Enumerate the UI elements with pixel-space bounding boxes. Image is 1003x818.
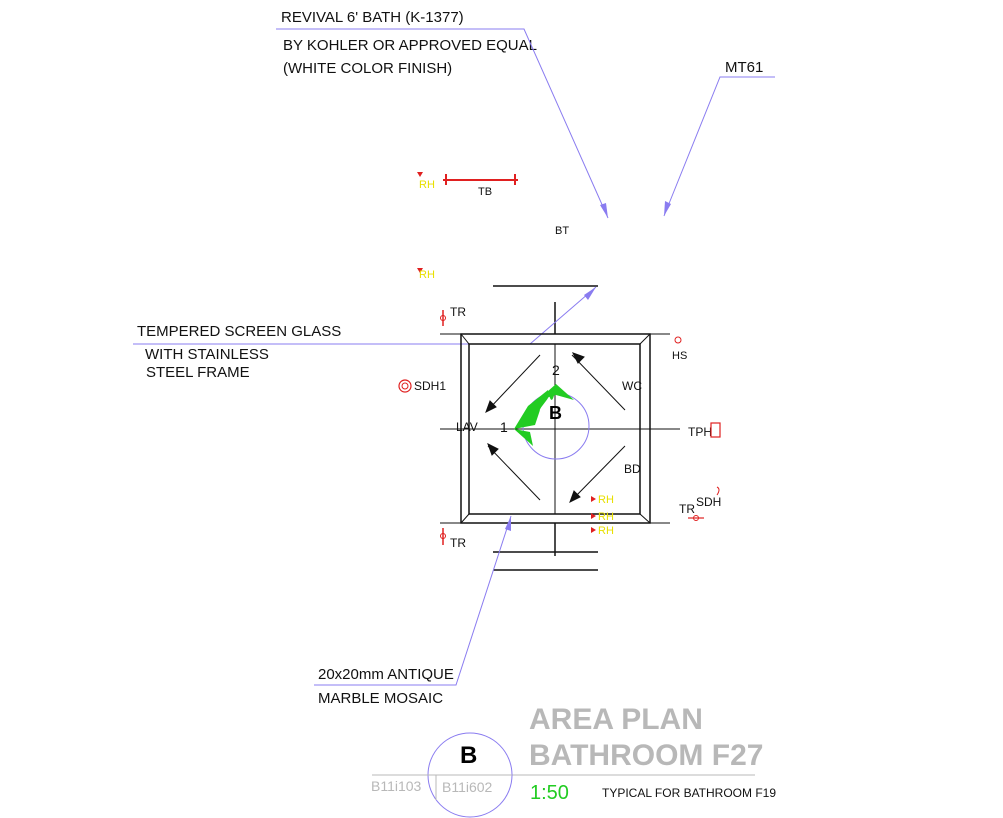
title-scale: 1:50 (530, 782, 569, 804)
robe-hook-top-1: RH (417, 172, 435, 191)
svg-text:HS: HS (672, 350, 687, 362)
svg-text:RH: RH (419, 179, 435, 191)
mosaic-note-line1: 20x20mm ANTIQUE (318, 666, 454, 683)
mt-note: MT61 (663, 59, 775, 217)
svg-text:TR: TR (679, 502, 695, 516)
bt-tag: BT (555, 225, 569, 237)
glass-note-line3: STEEL FRAME (146, 364, 250, 381)
svg-text:TR: TR (450, 536, 466, 550)
svg-text:RH: RH (598, 525, 614, 537)
robe-hooks-right: RH RH RH (591, 494, 614, 537)
title-block: AREA PLAN BATHROOM F27 B B11i103 B11i602… (371, 703, 776, 818)
hand-shower: HS (672, 336, 687, 362)
mt-leader-arrowhead (664, 201, 671, 216)
bath-leader-line (276, 28, 609, 219)
svg-text:SDH1: SDH1 (414, 379, 446, 393)
svg-text:RH: RH (598, 511, 614, 523)
section-marker: B 1 2 (500, 362, 590, 460)
svg-text:RH: RH (419, 269, 435, 281)
section-number-top: 2 (552, 362, 560, 378)
tb-tag: TB (478, 186, 492, 198)
robe-hook-top-2: RH (417, 268, 435, 281)
mt-code: MT61 (725, 59, 763, 76)
towel-bar: TB (443, 174, 518, 198)
bd-tag: BD (624, 462, 641, 476)
bath-leader-arrowhead (600, 203, 608, 218)
toilet-roll-holder-bottom: TR (440, 528, 466, 550)
svg-text:RH: RH (598, 494, 614, 506)
glass-note-line2: WITH STAINLESS (145, 346, 269, 363)
shower-drain-1: SDH1 (398, 379, 446, 393)
glass-note: TEMPERED SCREEN GLASS WITH STAINLESS STE… (133, 286, 597, 381)
section-marker-letter: B (549, 403, 562, 423)
glass-note-line1: TEMPERED SCREEN GLASS (137, 323, 341, 340)
shower-drain: SDH (696, 486, 721, 509)
plan-box (440, 333, 680, 524)
toilet-roll-holder-top: TR (440, 305, 466, 326)
mosaic-leader-arrowhead (505, 516, 511, 531)
title-ref-left: B11i103 (371, 778, 422, 794)
svg-text:SDH: SDH (696, 495, 721, 509)
wc-tag: WC (622, 379, 642, 393)
section-number-left: 1 (500, 419, 508, 435)
bath-note-line2: BY KOHLER OR APPROVED EQUAL (283, 37, 537, 54)
toilet-roll-holder-right: TR (679, 502, 704, 521)
lav-tag: LAV (456, 420, 478, 434)
mt-leader-line (663, 76, 775, 217)
mosaic-leader-line (314, 515, 512, 686)
svg-text:TR: TR (450, 305, 466, 319)
title-line1: AREA PLAN (529, 703, 703, 736)
mosaic-note: 20x20mm ANTIQUE MARBLE MOSAIC (314, 515, 512, 707)
bath-note-line1: REVIVAL 6' BATH (K-1377) (281, 9, 464, 26)
svg-text:TPH: TPH (688, 425, 712, 439)
toilet-paper-holder: TPH (688, 422, 721, 439)
bath-note-line3: (WHITE COLOR FINISH) (283, 60, 452, 77)
title-typical: TYPICAL FOR BATHROOM F19 (602, 786, 776, 800)
title-ref-right: B11i602 (442, 779, 493, 795)
mosaic-note-line2: MARBLE MOSAIC (318, 690, 443, 707)
elevation-arrows (485, 352, 626, 504)
title-bubble-letter: B (460, 742, 477, 769)
bath-note: REVIVAL 6' BATH (K-1377) BY KOHLER OR AP… (276, 9, 609, 219)
glass-leader-arrowhead (584, 287, 596, 300)
title-line2: BATHROOM F27 (529, 739, 763, 772)
